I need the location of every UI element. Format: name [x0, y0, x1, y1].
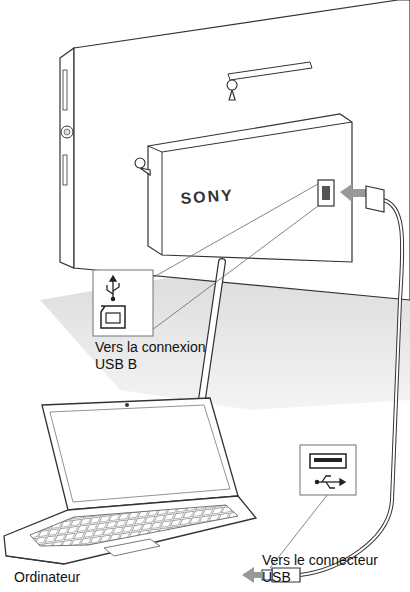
port-label: Vers la connexion USB B — [95, 339, 220, 373]
back-block — [148, 114, 352, 262]
port-label: Vers le connecteur USB — [262, 552, 392, 586]
frame-edge — [60, 48, 74, 268]
usb-a-inset — [300, 445, 356, 495]
laptop-base — [4, 496, 256, 564]
usb-symbol — [315, 476, 345, 488]
device-label: Ordinateur — [14, 569, 80, 586]
usb-b-port — [101, 306, 125, 328]
usb-b-inset — [93, 270, 153, 336]
frame-back — [74, 0, 410, 300]
usb-symbol — [107, 276, 119, 301]
insert-arrow — [340, 184, 366, 202]
insert-arrow — [242, 567, 262, 583]
laptop-screen — [42, 398, 238, 510]
